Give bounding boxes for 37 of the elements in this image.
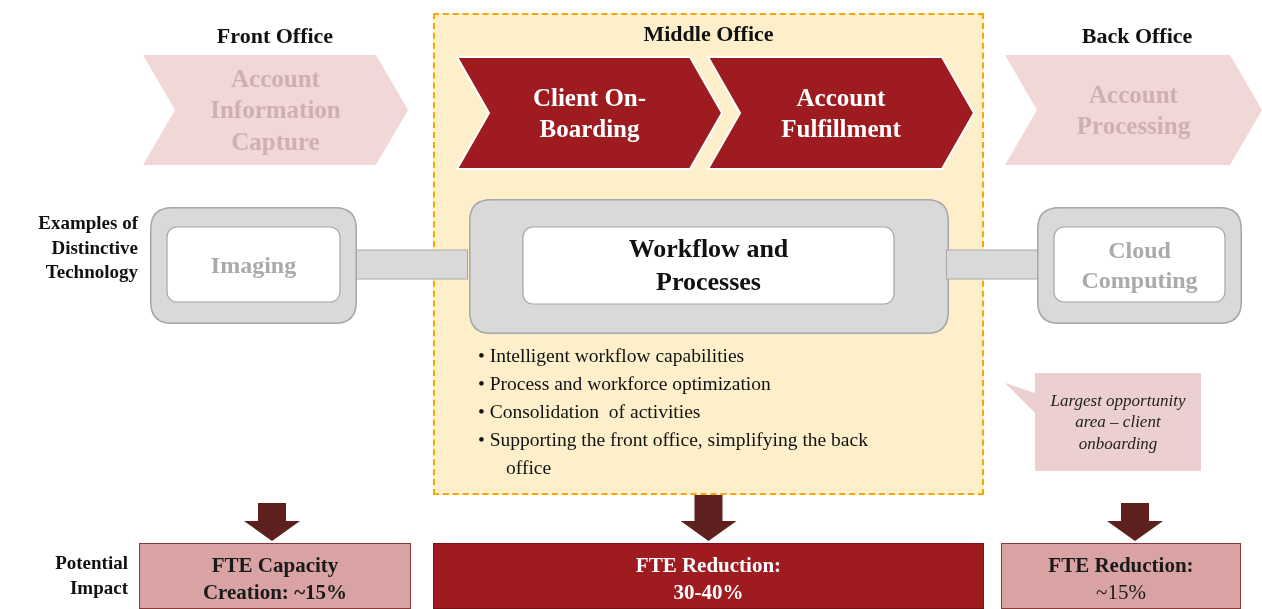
- bullet-item: • Consolidation of activities: [478, 400, 702, 424]
- down-arrow: [1107, 503, 1163, 541]
- chevron-shape: [143, 55, 408, 165]
- bullet-item: • Process and workforce optimization: [478, 372, 772, 396]
- row-heading: Back Office: [1080, 22, 1194, 50]
- chain-link-shape: [469, 199, 949, 334]
- impact-box: [139, 543, 411, 609]
- impact-text: FTE Capacity Creation: ~15%: [201, 552, 349, 607]
- bullet-item: • Supporting the front office, simplifying the back office: [478, 428, 869, 480]
- technology-label: Workflow and Processes: [627, 233, 790, 298]
- chevron-shape: [455, 56, 724, 170]
- impact-text: FTE Reduction:: [635, 552, 782, 579]
- dashed-panel: [433, 13, 984, 495]
- step-label: Client On-Boarding: [531, 82, 648, 144]
- panel-title: Middle Office: [642, 21, 775, 47]
- chevron-shape: [706, 56, 976, 170]
- row-heading: Examples of Distinctive Technology: [37, 211, 138, 285]
- chain-link-shape: [1037, 207, 1242, 324]
- chevron-shape: [1005, 55, 1262, 165]
- technology-label: Imaging: [210, 250, 297, 280]
- speech-callout: [1005, 373, 1201, 471]
- impact-text: 30-40%: [673, 579, 744, 607]
- impact-text: FTE Reduction:: [1048, 552, 1194, 579]
- down-arrow: [680, 495, 737, 541]
- technology-label: Cloud Computing: [1080, 235, 1199, 295]
- row-heading: Front Office: [215, 22, 335, 50]
- row-heading: Potential Impact: [54, 551, 128, 600]
- chain-bar: [357, 250, 467, 279]
- impact-box: [1001, 543, 1241, 609]
- chain-link-shape: [150, 207, 357, 324]
- bullet-item: • Intelligent workflow capabilities: [478, 344, 746, 368]
- step-label: Account Fulfillment: [780, 82, 902, 144]
- down-arrow: [244, 503, 300, 541]
- impact-box: [433, 543, 984, 609]
- impact-text: ~15%: [1096, 579, 1146, 607]
- callout-text: Largest opportunity area – client onboarding: [1049, 390, 1187, 454]
- chain-bar: [947, 250, 1037, 279]
